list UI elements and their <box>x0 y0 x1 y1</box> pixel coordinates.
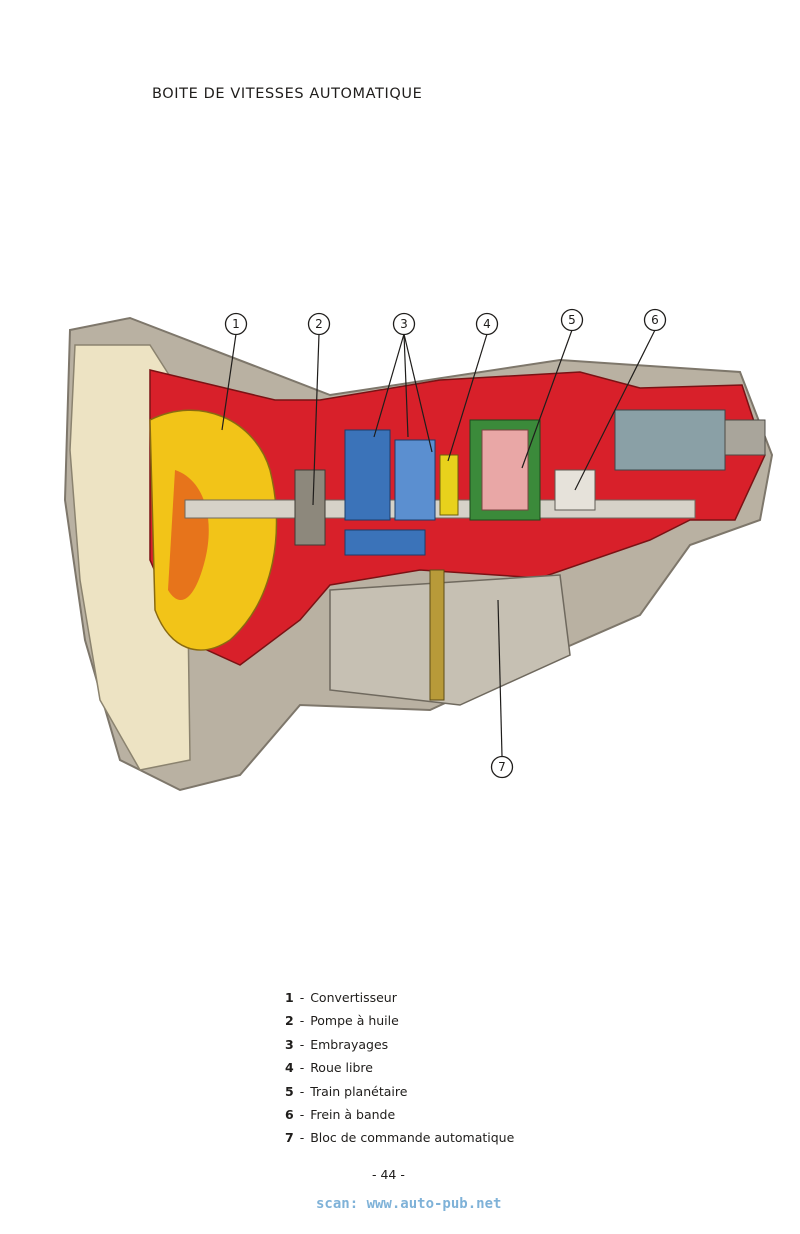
legend-number: 7 <box>285 1130 294 1146</box>
svg-text:5: 5 <box>568 313 576 327</box>
legend-label: Embrayages <box>310 1036 389 1052</box>
legend-label: Roue libre <box>310 1060 373 1076</box>
callout-4: 4 <box>475 312 499 336</box>
page-number: - 44 - <box>372 1167 405 1182</box>
legend-separator: - <box>299 1083 305 1099</box>
legend-item: 3 - Embrayages <box>285 1035 514 1058</box>
page-title: BOITE DE VITESSES AUTOMATIQUE <box>152 86 423 102</box>
svg-text:1: 1 <box>232 317 240 331</box>
legend-label: Pompe à huile <box>310 1013 399 1029</box>
legend-label: Convertisseur <box>310 990 397 1005</box>
legend-label: Train planétaire <box>310 1083 408 1099</box>
svg-text:7: 7 <box>498 760 506 774</box>
legend-number: 6 <box>285 1106 294 1122</box>
oil-pump <box>294 469 326 546</box>
legend-item: 7 - Bloc de commande automatique <box>285 1128 514 1151</box>
legend-item: 6 - Frein à bande <box>285 1105 514 1128</box>
svg-text:6: 6 <box>651 313 659 327</box>
svg-text:4: 4 <box>483 317 491 331</box>
control-block <box>329 574 571 706</box>
svg-text:3: 3 <box>400 317 408 331</box>
planet-gears <box>481 429 529 511</box>
legend-number: 5 <box>285 1083 294 1099</box>
callout-6: 6 <box>643 308 667 332</box>
legend-label: Frein à bande <box>310 1106 396 1122</box>
legend-number: 2 <box>285 1013 294 1029</box>
legend-number: 4 <box>285 1060 294 1076</box>
callout-7: 7 <box>490 755 514 779</box>
callout-3: 3 <box>392 312 416 336</box>
legend-item: 2 - Pompe à huile <box>285 1011 514 1034</box>
scan-credit: scan: www.auto-pub.net <box>316 1196 502 1212</box>
legend-item: 4 - Roue libre <box>285 1058 514 1081</box>
svg-text:2: 2 <box>315 317 323 331</box>
legend-separator: - <box>299 1036 305 1052</box>
callout-2: 2 <box>307 312 331 336</box>
parts-legend: 1 - Convertisseur 2 - Pompe à huile 3 - … <box>285 988 514 1152</box>
clutch-pack-1 <box>344 429 391 521</box>
control-lever <box>429 569 445 701</box>
transmission-cutaway-illustration: 1 2 3 4 5 6 7 <box>63 308 774 792</box>
legend-separator: - <box>299 1130 305 1146</box>
callout-5: 5 <box>560 308 584 332</box>
legend-item: 1 - Convertisseur <box>285 988 514 1011</box>
output-flange <box>724 419 766 456</box>
legend-separator: - <box>299 1060 305 1076</box>
freewheel <box>439 454 459 516</box>
callout-1: 1 <box>224 312 248 336</box>
legend-label: Bloc de commande automatique <box>310 1130 515 1146</box>
legend-item: 5 - Train planétaire <box>285 1082 514 1105</box>
legend-separator: - <box>299 1106 305 1122</box>
legend-separator: - <box>299 990 305 1005</box>
output-section <box>614 409 726 471</box>
legend-separator: - <box>299 1013 305 1029</box>
clutch-pack-3 <box>344 529 426 556</box>
legend-number: 3 <box>285 1036 294 1052</box>
clutch-pack-2 <box>394 439 436 521</box>
legend-number: 1 <box>285 990 294 1005</box>
